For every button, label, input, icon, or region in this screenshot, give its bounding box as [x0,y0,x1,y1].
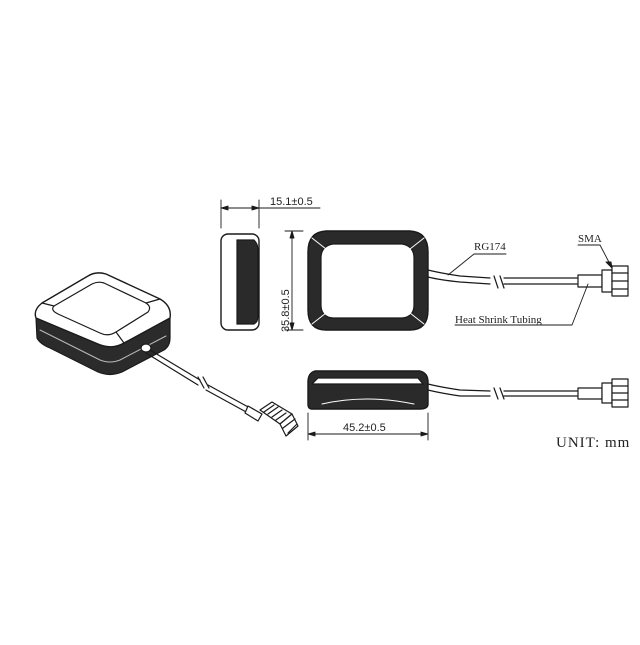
isometric-view [34,272,299,437]
iso-heat-shrink [244,405,263,422]
height-dimension [284,230,304,331]
iso-bevel-1 [41,302,55,307]
thickness-dimension [220,199,321,229]
thickness-label: 15.1±0.5 [270,196,313,208]
iso-top-panel [52,281,151,336]
cable-label: RG174 [474,241,506,253]
iso-bevel-3 [115,331,125,344]
front-view [307,230,429,331]
front-sma-connector [601,265,629,297]
leader-lines [447,244,613,326]
bottom-view [307,370,629,410]
iso-bevel-2 [145,298,161,304]
unit-label: UNIT: mm [556,435,630,451]
iso-cable-exit [140,343,152,353]
front-cable [427,269,603,289]
iso-cable [145,349,251,414]
height-label: 35.8±0.5 [280,289,292,332]
tubing-label: Heat Shrink Tubing [455,314,542,326]
iso-sma-connector [259,401,299,437]
iso-body-band [39,329,167,363]
side-view [220,233,260,331]
connector-label: SMA [578,233,602,245]
iso-cable-break [197,376,210,389]
width-dimension [307,412,429,441]
width-label: 45.2±0.5 [343,422,386,434]
